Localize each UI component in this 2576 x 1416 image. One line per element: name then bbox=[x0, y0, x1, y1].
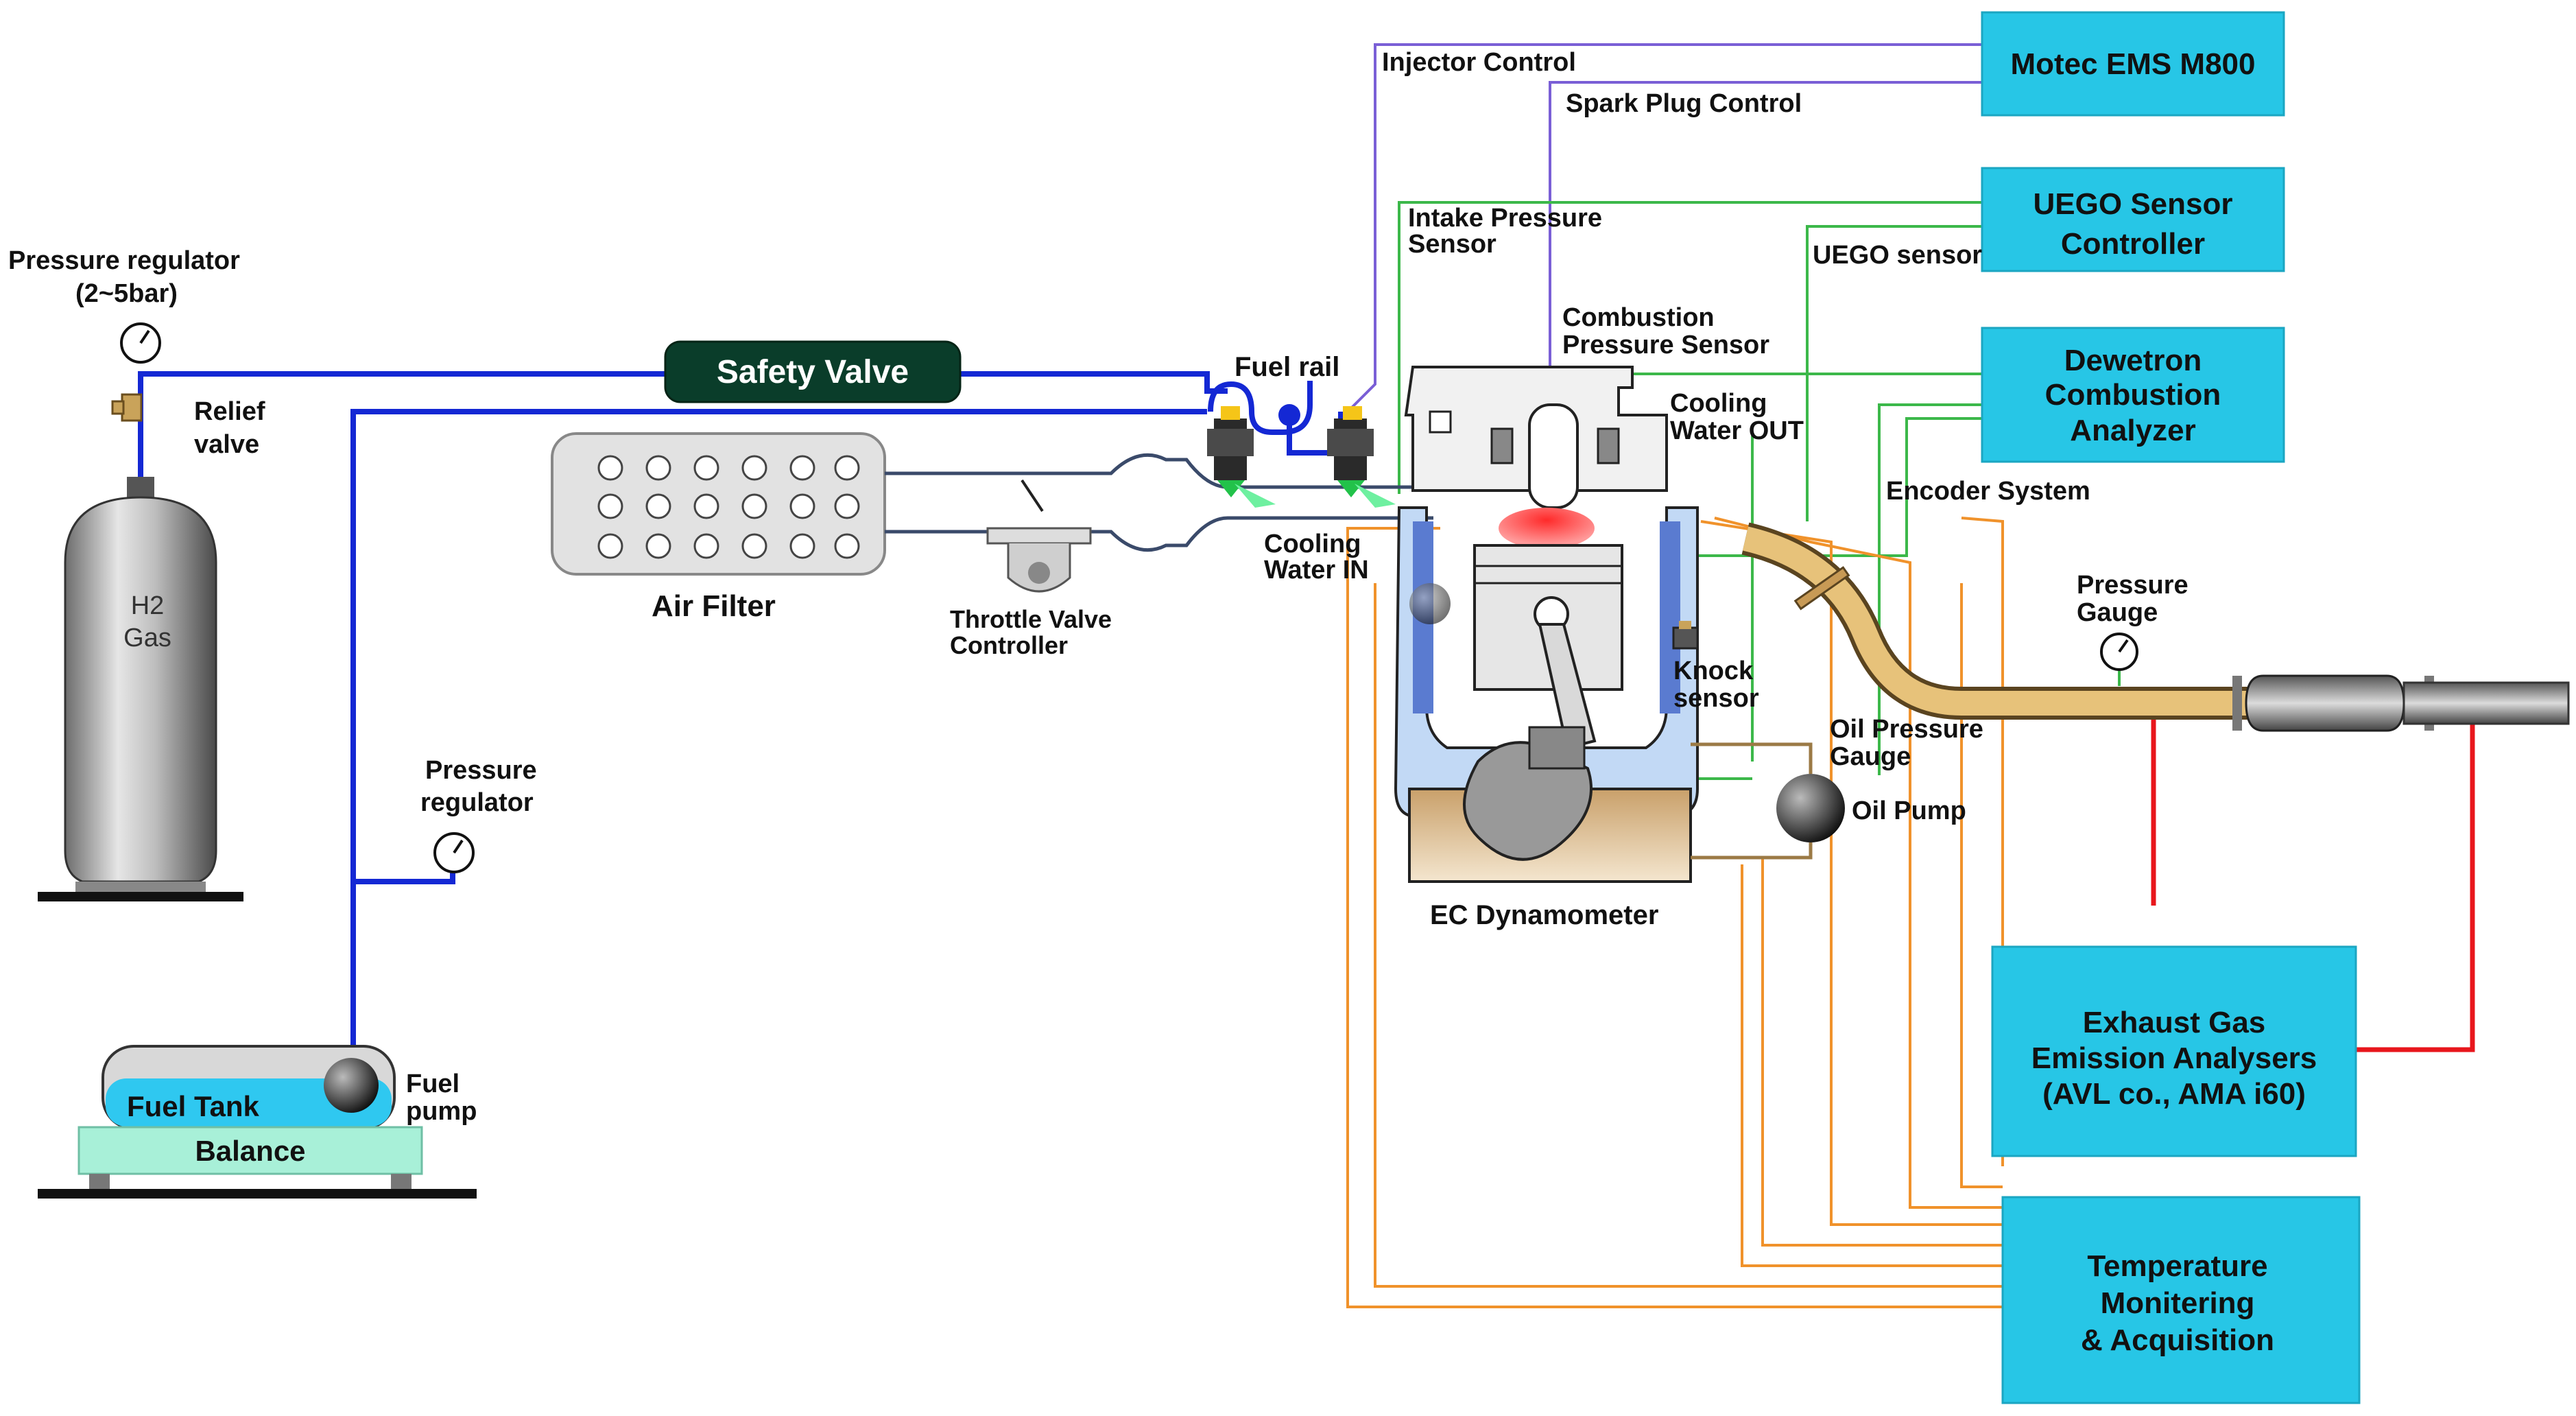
temperature-label-3: & Acquisition bbox=[2081, 1323, 2274, 1357]
pressure-regulator-top-label-2: (2~5bar) bbox=[75, 279, 178, 308]
temperature-label-2: Monitering bbox=[2101, 1286, 2255, 1320]
exhaust-pressure-gauge-icon bbox=[2100, 633, 2138, 686]
cooling-water-in-label-2: Water IN bbox=[1264, 556, 1369, 585]
balance bbox=[38, 1126, 477, 1199]
temp-line-7 bbox=[1960, 583, 2003, 1188]
safety-valve: Safety Valve bbox=[664, 340, 962, 403]
cooling-water-out-label-2: Water OUT bbox=[1670, 416, 1804, 445]
fuel-rail-label: Fuel rail bbox=[1235, 352, 1339, 382]
fuel-tank bbox=[102, 1045, 396, 1130]
motec-box: Motec EMS M800 bbox=[1981, 11, 2285, 117]
temperature-box: Temperature Monitering & Acquisition bbox=[2001, 1196, 2361, 1404]
h2-supply-line bbox=[138, 371, 669, 494]
dewetron-label-1: Dewetron bbox=[2064, 344, 2202, 377]
fuel-injector-2 bbox=[1327, 406, 1396, 508]
temp-line-4 bbox=[1761, 858, 2003, 1247]
pressure-gauge-top-icon bbox=[120, 322, 161, 364]
pressure-regulator-mid-label-1: Pressure bbox=[425, 756, 537, 785]
combustion-pressure-label-1: Combustion bbox=[1562, 303, 1715, 332]
cooling-water-in-label-1: Cooling bbox=[1264, 530, 1361, 558]
safety-to-rail-line bbox=[957, 371, 1228, 394]
exhaust-line-2 bbox=[2352, 713, 2475, 1052]
intake-pressure-line bbox=[1398, 201, 1982, 494]
relief-valve-label-1: Relief bbox=[194, 397, 265, 426]
oil-pump-label: Oil Pump bbox=[1852, 796, 1966, 825]
combustion-flame bbox=[1499, 508, 1595, 549]
fuel-pump-label-2: pump bbox=[406, 1097, 477, 1126]
exhaust-system bbox=[1741, 522, 2570, 732]
oil-lines bbox=[1691, 742, 1813, 774]
fuel-rail-loop bbox=[1208, 381, 1313, 435]
fuel-tank-label: Fuel Tank bbox=[127, 1090, 260, 1122]
exhaust-analyser-box: Exhaust Gas Emission Analysers (AVL co.,… bbox=[1991, 945, 2357, 1157]
pressure-gauge-mid-icon bbox=[433, 832, 475, 873]
temp-line-1 bbox=[1346, 527, 2003, 1308]
engine bbox=[1394, 366, 1699, 883]
knock-sensor-label-2: sensor bbox=[1673, 684, 1759, 713]
h2-gas-cylinder: H2 Gas bbox=[38, 477, 243, 901]
uego-sensor-label: UEGO sensor bbox=[1813, 241, 1982, 270]
temperature-label-1: Temperature bbox=[2087, 1249, 2267, 1283]
fuel-rail-junction-icon bbox=[1278, 404, 1300, 426]
knock-sensor-label-1: Knock bbox=[1673, 657, 1754, 685]
intake-manifold bbox=[885, 453, 1433, 552]
exhaust-analyser-label-3: (AVL co., AMA i60) bbox=[2042, 1077, 2306, 1111]
dewetron-box: Dewetron Combustion Analyzer bbox=[1981, 327, 2285, 463]
text-labels: Injector Control Spark Plug Control Inta… bbox=[8, 48, 2189, 1167]
throttle-valve bbox=[986, 479, 1092, 593]
temp-line-3 bbox=[1741, 864, 2003, 1267]
relief-valve-label-2: valve bbox=[194, 430, 259, 459]
air-filter bbox=[551, 432, 886, 576]
pressure-regulator-top-label-1: Pressure regulator bbox=[8, 246, 240, 275]
ec-dynamometer-label: EC Dynamometer bbox=[1430, 900, 1658, 930]
throttle-label-2: Controller bbox=[950, 631, 1068, 659]
oil-lines-2 bbox=[1691, 842, 1813, 860]
h2-label-2: Gas bbox=[123, 624, 171, 652]
relief-valve bbox=[111, 393, 143, 422]
temp-line-2 bbox=[1374, 583, 2003, 1288]
cooling-water-out-label-1: Cooling bbox=[1670, 389, 1767, 418]
knock-sensor-icon bbox=[1672, 621, 1699, 650]
pressure-regulator-mid-label-2: regulator bbox=[420, 788, 534, 817]
h2-label-1: H2 bbox=[131, 591, 165, 620]
balance-label: Balance bbox=[195, 1135, 305, 1167]
intake-pressure-label-2: Sensor bbox=[1408, 230, 1496, 259]
exhaust-analyser-label-2: Emission Analysers bbox=[2031, 1041, 2317, 1075]
uego-sensor-line bbox=[1806, 225, 1982, 521]
combustion-pressure-label-2: Pressure Sensor bbox=[1562, 331, 1769, 359]
safety-valve-label: Safety Valve bbox=[717, 354, 909, 390]
uego-controller-label-2: Controller bbox=[2061, 227, 2205, 261]
exhaust-analyser-label-1: Exhaust Gas bbox=[2083, 1006, 2266, 1039]
intake-pressure-label-1: Intake Pressure bbox=[1408, 204, 1602, 233]
return-line bbox=[350, 409, 1207, 1060]
air-filter-label: Air Filter bbox=[652, 589, 776, 623]
injector-control-label: Injector Control bbox=[1382, 48, 1576, 77]
oil-pump-icon bbox=[1776, 774, 1845, 842]
pressure-gauge-label-1: Pressure bbox=[2077, 571, 2189, 600]
dewetron-label-3: Analyzer bbox=[2070, 414, 2195, 447]
uego-controller-box: UEGO Sensor Controller bbox=[1981, 167, 2285, 272]
fuel-injector-1 bbox=[1207, 406, 1276, 508]
pressure-gauge-label-2: Gauge bbox=[2077, 598, 2158, 627]
fuel-pump-label-1: Fuel bbox=[406, 1070, 460, 1098]
dewetron-label-2: Combustion bbox=[2045, 378, 2221, 412]
spark-plug-control-line bbox=[1549, 81, 1982, 398]
spark-plug-control-label: Spark Plug Control bbox=[1566, 89, 1802, 118]
oil-pressure-label-2: Gauge bbox=[1830, 742, 1911, 771]
encoder-system-label: Encoder System bbox=[1886, 477, 2090, 506]
uego-controller-label-1: UEGO Sensor bbox=[2034, 187, 2233, 221]
throttle-label-1: Throttle Valve bbox=[950, 605, 1112, 633]
oil-pressure-label-1: Oil Pressure bbox=[1830, 715, 1983, 744]
injector-control-line bbox=[1346, 43, 1982, 413]
motec-label: Motec EMS M800 bbox=[2011, 47, 2256, 81]
